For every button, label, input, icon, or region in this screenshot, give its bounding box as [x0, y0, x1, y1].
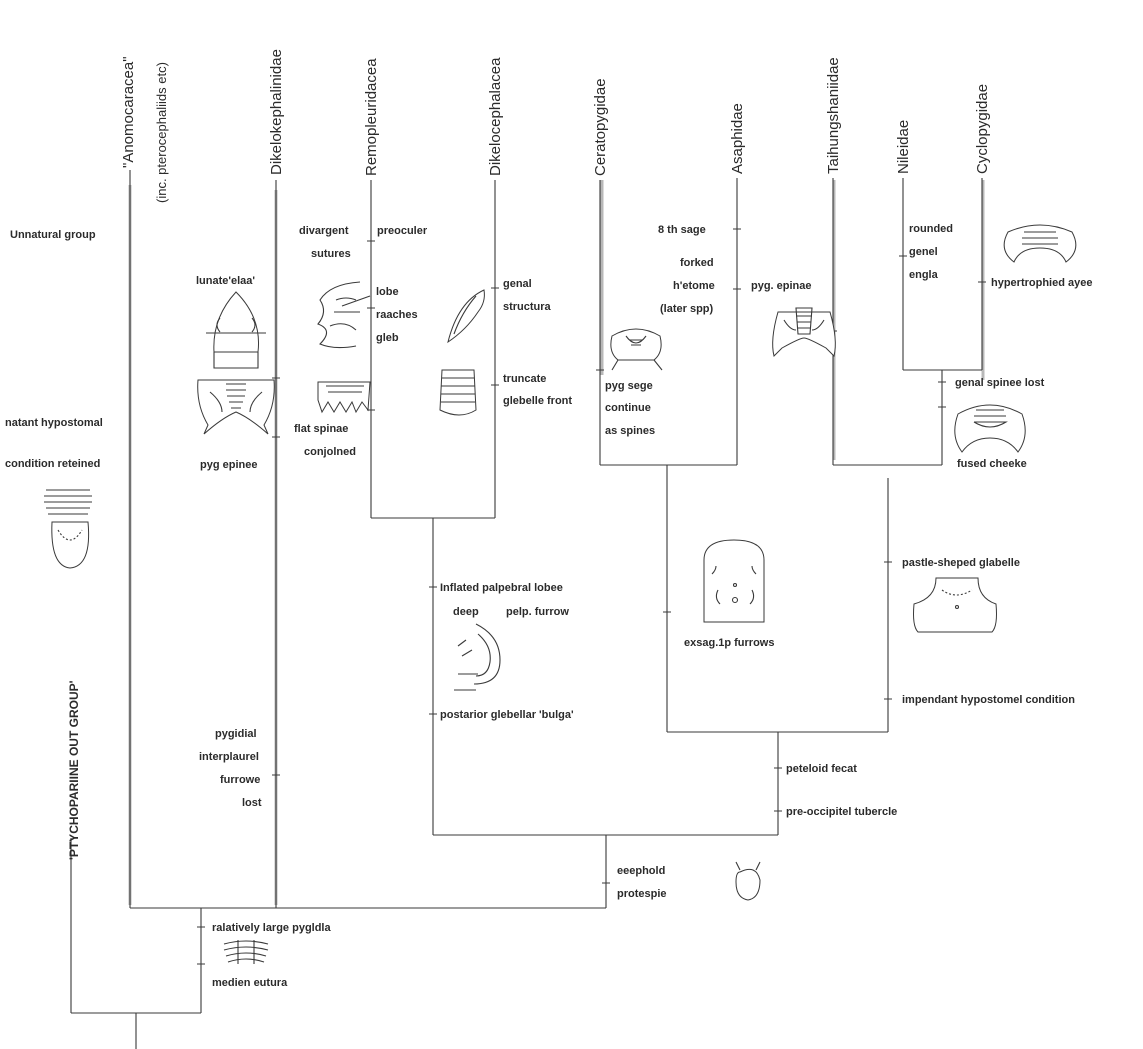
label-natant-1: natant hypostomal — [5, 417, 103, 429]
tree-branches — [70, 170, 983, 1049]
label-continue: continue — [605, 402, 651, 414]
label-pyg-epinae: pyg. epinae — [751, 280, 812, 292]
label-forked: forked — [680, 257, 714, 269]
label-later-spp: (later spp) — [660, 303, 714, 315]
pestle-glabella-sketch — [913, 577, 997, 633]
taxon-dikelocephalacea: Dikelocephalacea — [487, 57, 504, 176]
label-furrowe: furrowe — [220, 774, 260, 786]
label-preoculer: preoculer — [377, 225, 428, 237]
label-pygidial: pygidial — [215, 728, 257, 740]
taxon-taihungshaniidae: Taihungshaniidae — [825, 57, 842, 174]
label-peteloid: peteloid fecat — [786, 763, 857, 775]
taxon-remopleuridacea: Remopleuridacea — [363, 58, 380, 176]
label-protespie: protespie — [617, 888, 667, 900]
label-engla: engla — [909, 269, 939, 281]
label-lunate: lunate'elaa' — [196, 275, 255, 287]
taxon-dikelokephalinidae: Dikelokephalinidae — [268, 49, 285, 175]
character-labels: Unnatural group natant hypostomal condit… — [5, 223, 1092, 989]
ceratopygid-cephalon-sketch — [610, 328, 663, 371]
label-interplaurel: interplaurel — [199, 751, 259, 763]
label-8th-sage: 8 th sage — [658, 224, 706, 236]
label-pyg-epinee: pyg epinee — [200, 459, 257, 471]
label-unnatural-group: Unnatural group — [10, 229, 96, 241]
label-genal: genal — [503, 278, 532, 290]
truncate-glabella-sketch — [439, 369, 477, 416]
label-hetome: h'etome — [673, 280, 715, 292]
natant-hypostome-sketch — [44, 489, 92, 569]
lobe-cephalon-sketch — [317, 281, 371, 349]
label-conjolned: conjolned — [304, 446, 356, 458]
taxon-asaphidae: Asaphidae — [729, 103, 746, 174]
label-ralatively: ralatively large pygldla — [212, 922, 331, 934]
label-pastle: pastle-sheped glabelle — [902, 557, 1020, 569]
label-sutures: sutures — [311, 248, 351, 260]
label-rounded: rounded — [909, 223, 953, 235]
taxon-cyclopygidae: Cyclopygidae — [974, 84, 991, 174]
pyg-epinae-sketch — [772, 307, 836, 357]
pyg-spines-sketch — [197, 379, 275, 435]
label-divargent: divargent — [299, 225, 349, 237]
label-impendant: impendant hypostomel condition — [902, 694, 1075, 706]
label-pelp-furrow: pelp. furrow — [506, 606, 569, 618]
taxon-nileidae: Nileidae — [895, 120, 912, 174]
palpebral-lobe-sketch — [454, 623, 501, 691]
label-fused-cheeke: fused cheeke — [957, 458, 1027, 470]
genal-spine-sketch — [447, 289, 485, 344]
label-genal-spinee-lost: genal spinee lost — [955, 377, 1045, 389]
label-medien: medien eutura — [212, 977, 288, 989]
label-exsag: exsag.1p furrows — [684, 637, 774, 649]
taxon-anomocaracea: "Anomocaracea" — [120, 56, 137, 168]
label-deep: deep — [453, 606, 479, 618]
label-postarior: postarior glebellar 'bulga' — [440, 709, 574, 721]
label-eeephold: eeephold — [617, 865, 665, 877]
label-as-spines: as spines — [605, 425, 655, 437]
label-lost: lost — [242, 797, 262, 809]
flat-spinae-sketch — [317, 381, 371, 414]
label-gleb: gleb — [376, 332, 399, 344]
label-genel: genel — [909, 246, 938, 258]
label-lobe: lobe — [376, 286, 399, 298]
label-pyg-sege: pyg sege — [605, 380, 653, 392]
label-inflated: Inflated palpebral lobee — [440, 582, 563, 594]
protaspis-sketch — [735, 861, 761, 901]
taxon-anomocaracea-note: (inc. pterocephaliids etc) — [154, 62, 169, 203]
lunate-cranidium-sketch — [206, 291, 266, 369]
label-structura: structura — [503, 301, 552, 313]
label-glebelle-front: glebelle front — [503, 395, 572, 407]
taxon-labels: "Anomocaracea" (inc. pterocephaliids etc… — [67, 49, 991, 860]
label-flat-spinae: flat spinae — [294, 423, 348, 435]
character-ticks — [197, 228, 986, 965]
fused-cheeks-sketch — [954, 404, 1026, 453]
outgroup-label: 'PTYCHOPARIINE OUT GROUP' — [67, 680, 81, 860]
label-natant-2: condition reteined — [5, 458, 100, 470]
label-truncate: truncate — [503, 373, 546, 385]
label-raaches: raaches — [376, 309, 418, 321]
taxon-ceratopygidae: Ceratopygidae — [592, 78, 609, 176]
label-pre-occipitel: pre-occipitel tubercle — [786, 806, 897, 818]
exsag-glabella-sketch — [703, 539, 765, 623]
label-hypertrophied: hypertrophied ayee — [991, 277, 1092, 289]
hypertrophied-eyes-sketch — [1003, 224, 1077, 263]
large-pygidium-sketch — [223, 940, 269, 964]
